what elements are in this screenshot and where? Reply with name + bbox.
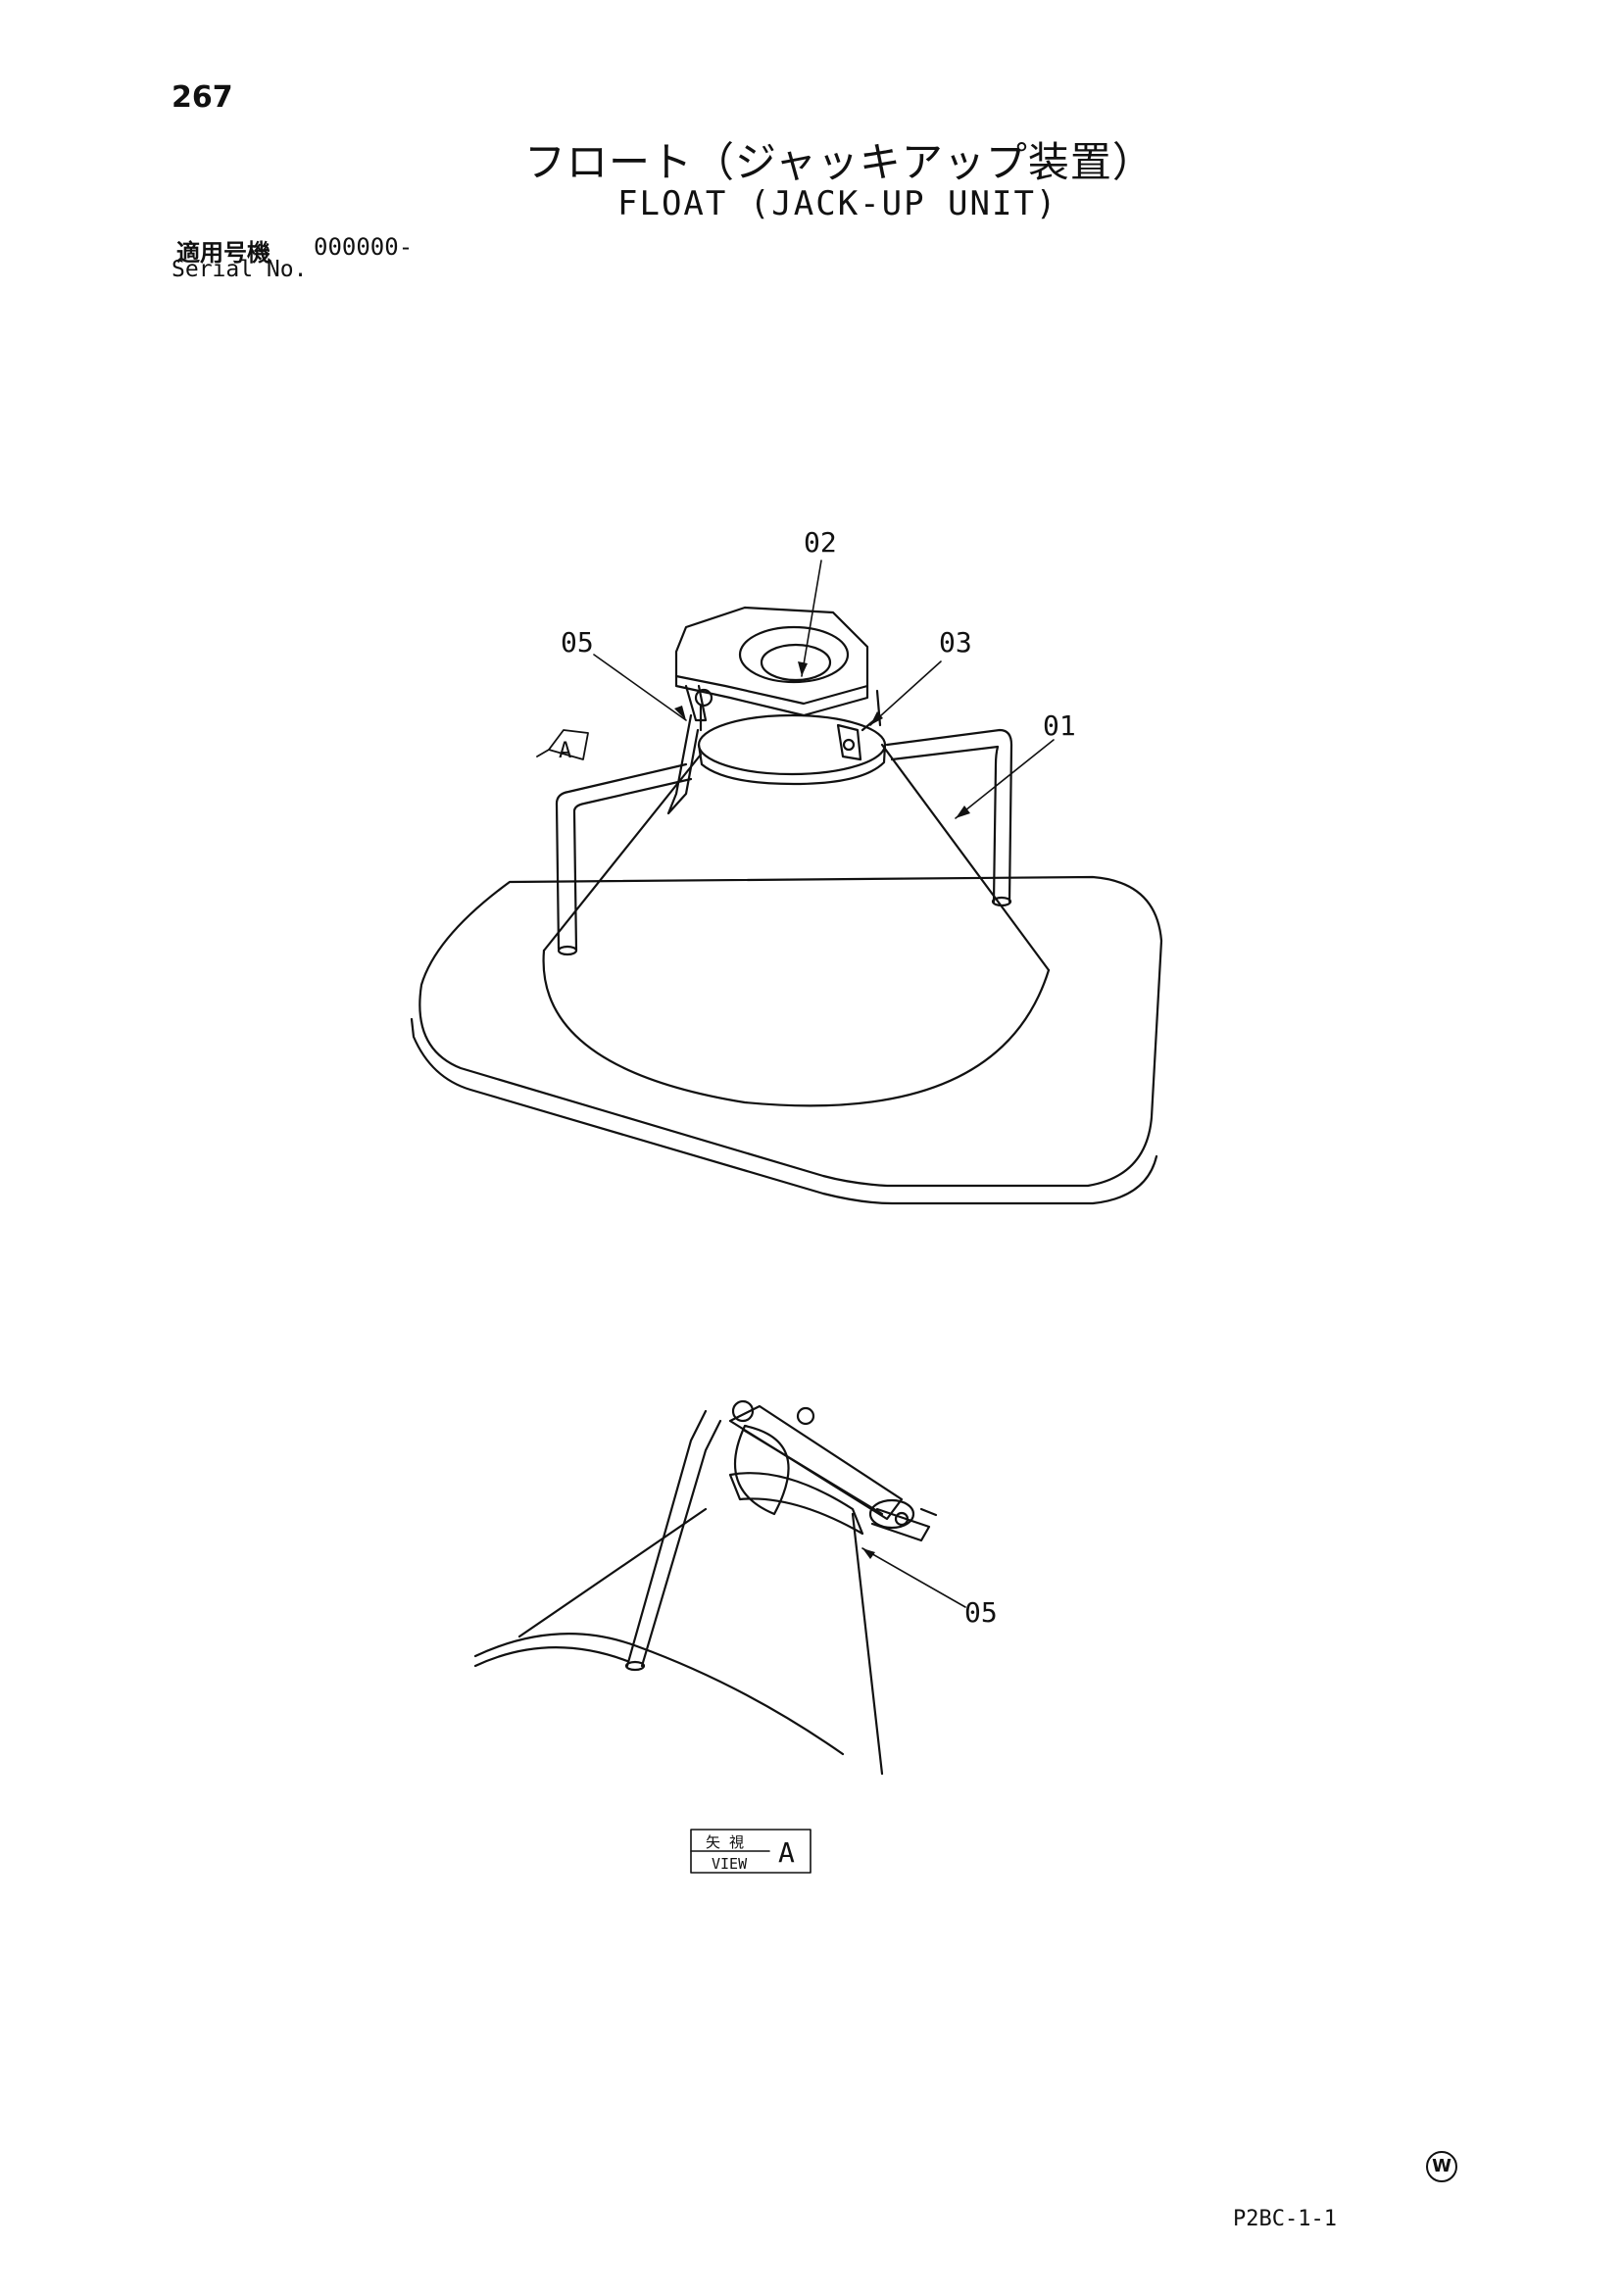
serial-value: 000000-	[314, 233, 414, 261]
view-a-box	[690, 1829, 812, 1874]
view-a-arrow	[536, 729, 589, 760]
serial-label-japanese: 適用号機	[176, 239, 270, 267]
callout-01: 01	[1043, 709, 1076, 742]
serial-label-english: Serial No.	[172, 257, 308, 282]
document-code: P2BC-1-1	[1233, 2207, 1337, 2231]
float-base-plate	[410, 875, 1163, 1205]
detail-arrowhead	[862, 1548, 875, 1559]
view-box-label-en: VIEW	[712, 1855, 748, 1873]
leader-line-detail	[861, 1547, 966, 1608]
callout-02: 02	[804, 526, 837, 559]
title-english: FLOAT (JACK-UP UNIT)	[617, 184, 1058, 223]
callout-05-detail: 05	[964, 1596, 998, 1629]
title-japanese: フロート（ジャッキアップ装置）	[524, 138, 1155, 186]
detail-view-body	[473, 1399, 938, 1776]
leader-lines-main	[593, 560, 1055, 819]
float-handle-bars	[555, 728, 1013, 956]
callout-03: 03	[939, 626, 972, 659]
view-box-letter: A	[778, 1836, 795, 1869]
view-box-label-jp: 矢 視	[706, 1833, 744, 1851]
callout-05: 05	[561, 626, 594, 659]
w-circle-mark: W	[1426, 2151, 1457, 2182]
view-arrow-label: A	[559, 739, 571, 763]
leader-arrowheads	[674, 661, 970, 818]
page-number: 267	[172, 80, 233, 115]
float-cone-body	[542, 713, 1051, 1107]
